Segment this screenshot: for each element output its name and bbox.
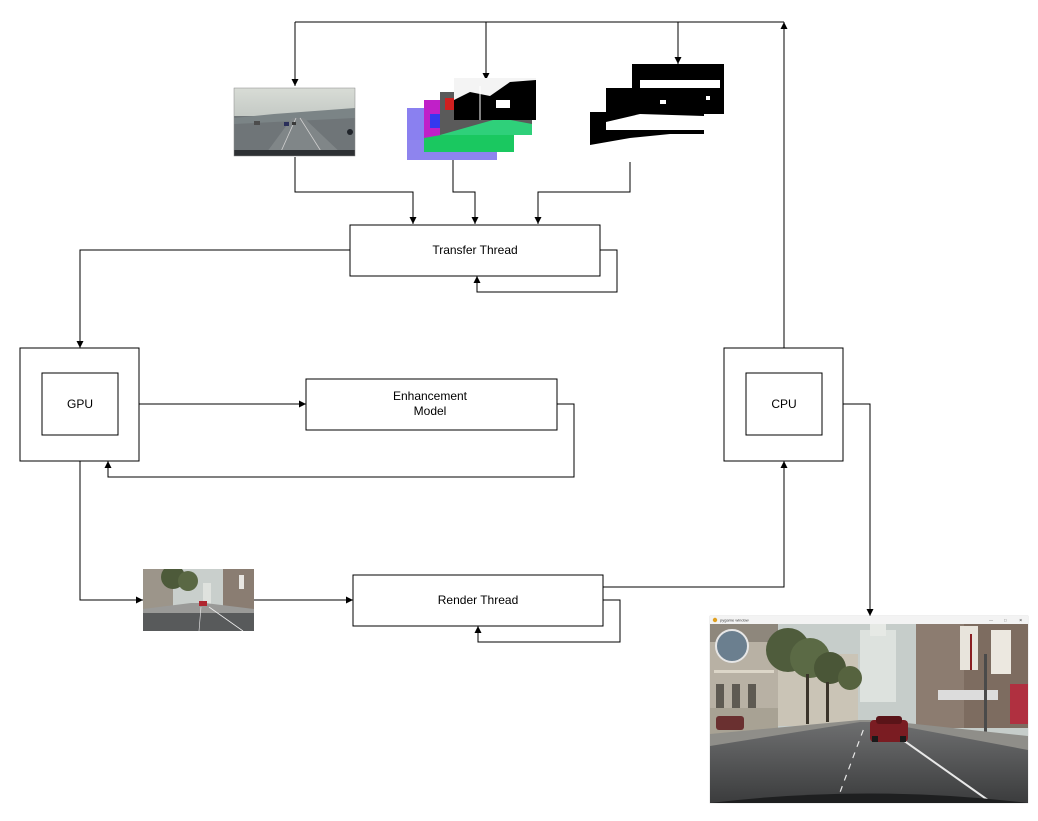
cpu-node: CPU [723, 347, 844, 462]
edge-segmentation-to-transfer [452, 160, 479, 224]
edge-transfer-self-loop [473, 249, 618, 293]
input-frame-image [233, 87, 356, 157]
enhancement-model-label-line1: Enhancement [393, 389, 468, 403]
transfer-thread-node: Transfer Thread [349, 224, 601, 277]
segmentation-maps-stack [407, 78, 536, 160]
edge-input-frame-to-transfer [294, 157, 417, 224]
binary-masks-stack [590, 64, 724, 160]
minimize-button[interactable]: — [989, 618, 993, 623]
edge-transfer-to-gpu [76, 249, 350, 348]
edge-gpu-to-rendered-frame [79, 461, 143, 604]
render-thread-label: Render Thread [438, 593, 519, 607]
output-window: pygame window — □ ✕ [709, 615, 1029, 804]
cpu-label: CPU [771, 397, 796, 411]
pygame-icon [712, 617, 718, 623]
edges [76, 21, 874, 643]
output-window-title: pygame window [720, 618, 749, 623]
edge-render-self-loop [474, 599, 621, 643]
close-button[interactable]: ✕ [1019, 618, 1022, 623]
edge-masks-to-transfer [534, 162, 631, 224]
gpu-node: GPU [19, 347, 140, 462]
transfer-thread-label: Transfer Thread [432, 243, 517, 257]
render-thread-node: Render Thread [352, 574, 604, 627]
rendered-frame-image [143, 569, 254, 631]
enhancement-model-node: Enhancement Model [305, 378, 558, 431]
edge-render-to-cpu [603, 461, 788, 588]
gpu-label: GPU [67, 397, 93, 411]
edge-enhancement-to-gpu [104, 403, 575, 478]
maximize-button[interactable]: □ [1004, 618, 1007, 623]
enhanced-street-scene [710, 624, 1028, 803]
output-window-titlebar: pygame window — □ ✕ [710, 616, 1028, 624]
edge-cpu-to-output-window [843, 403, 874, 616]
enhancement-model-label-line2: Model [414, 404, 447, 418]
